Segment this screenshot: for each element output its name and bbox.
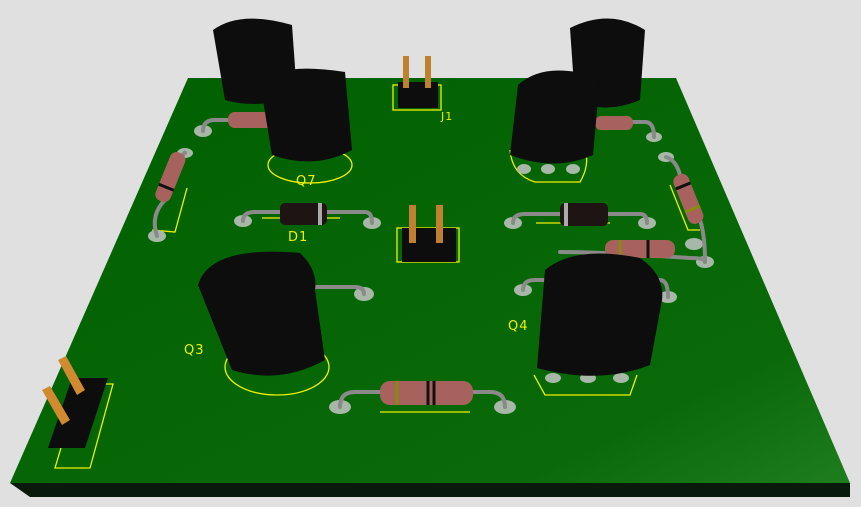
transistors bbox=[198, 18, 663, 376]
diodes bbox=[280, 203, 608, 226]
label-q7: Q7 bbox=[296, 174, 317, 189]
headers bbox=[42, 56, 456, 448]
label-q3: Q3 bbox=[184, 343, 205, 358]
label-j1: J1 bbox=[441, 110, 454, 123]
board-edge bbox=[10, 483, 850, 497]
label-q4: Q4 bbox=[508, 319, 529, 334]
label-d1: D1 bbox=[288, 230, 309, 245]
board-surface bbox=[10, 78, 850, 483]
resistors bbox=[155, 112, 704, 405]
